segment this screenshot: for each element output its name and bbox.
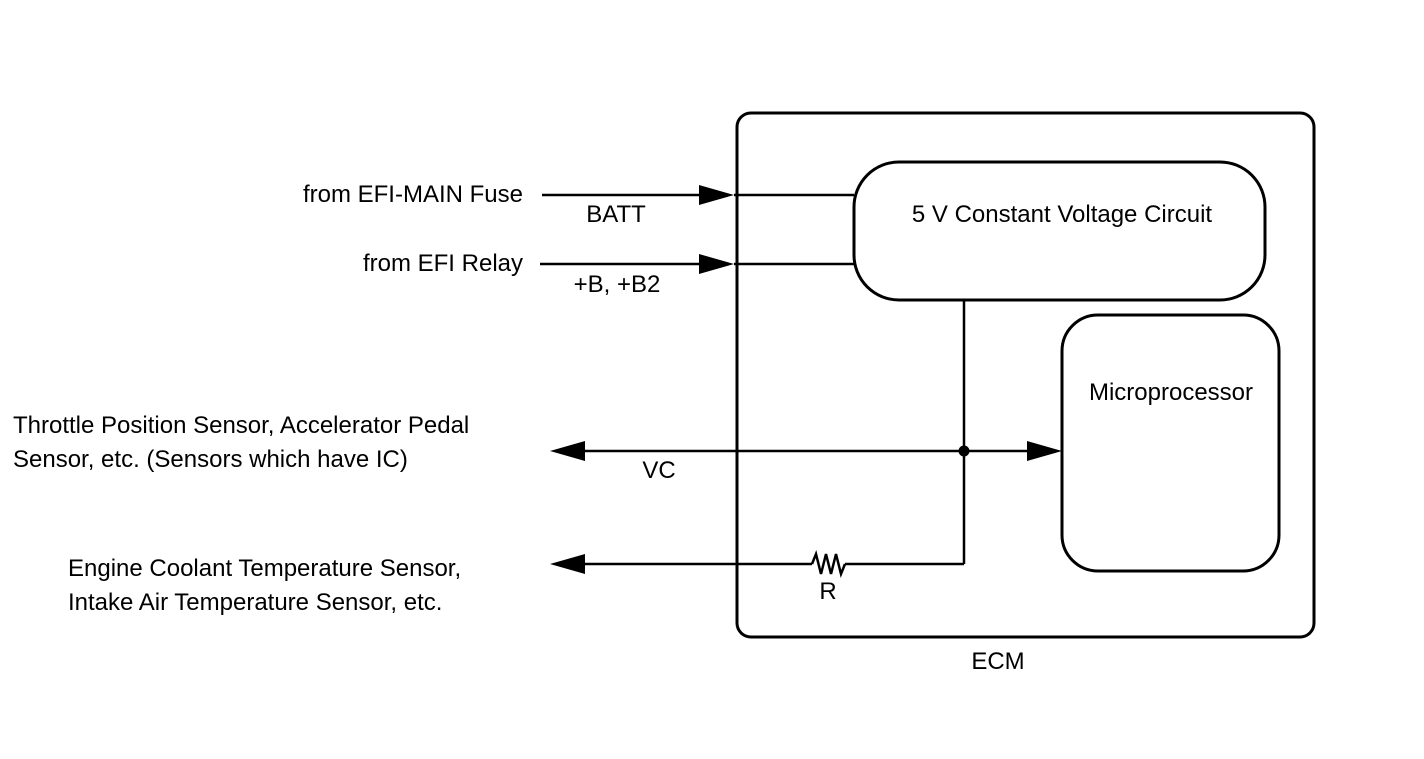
batt-arrowhead — [699, 185, 734, 205]
r-target-line1: Engine Coolant Temperature Sensor, — [68, 555, 461, 582]
vc-target-line2: Sensor, etc. (Sensors which have IC) — [13, 446, 408, 473]
vc-left-arrowhead — [550, 441, 585, 461]
efi-main-fuse-label: from EFI-MAIN Fuse — [303, 181, 523, 208]
b-terminal-label: +B, +B2 — [574, 271, 661, 298]
ecm-label: ECM — [971, 648, 1024, 675]
microprocessor-box — [1060, 313, 1281, 573]
ecm-box — [735, 111, 1316, 639]
efi-relay-label: from EFI Relay — [363, 250, 523, 277]
voltage-circuit-box — [852, 160, 1267, 302]
r-left-arrowhead — [550, 554, 585, 574]
r-target-line2: Intake Air Temperature Sensor, etc. — [68, 589, 442, 616]
vc-target-line1: Throttle Position Sensor, Accelerator Pe… — [13, 412, 469, 439]
vc-junction-dot — [958, 445, 970, 457]
microprocessor-label: Microprocessor — [1089, 379, 1253, 406]
resistor-symbol — [810, 549, 847, 579]
voltage-circuit-label: 5 V Constant Voltage Circuit — [912, 201, 1212, 228]
r-terminal-label: R — [819, 578, 836, 605]
b-arrowhead — [699, 254, 734, 274]
vc-right-arrowhead — [1027, 441, 1062, 461]
batt-terminal-label: BATT — [586, 201, 646, 228]
vc-terminal-label: VC — [642, 457, 675, 484]
